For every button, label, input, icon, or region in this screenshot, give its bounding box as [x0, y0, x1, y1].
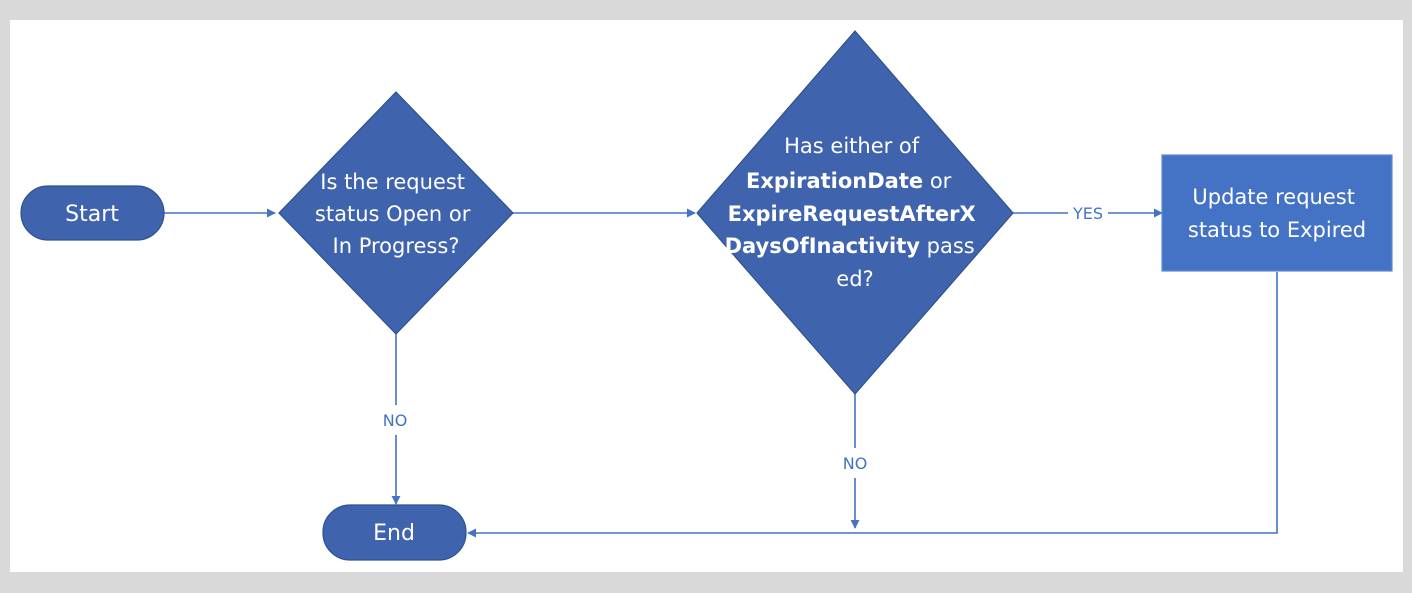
status-decision-line-2: status Open or: [315, 202, 471, 226]
connector-update-to-end: [467, 272, 1278, 538]
expiry-decision-text: Has either of ExpirationDate or ExpireRe…: [725, 134, 983, 291]
expire-request-after-x-field: ExpireRequestAfterX: [728, 202, 976, 226]
edge-label-no-expiry: NO: [843, 454, 868, 473]
connectors: [164, 208, 1278, 538]
expiry-decision-line-1: Has either of: [784, 134, 920, 158]
expiry-decision-line-4: DaysOfInactivity pass: [725, 234, 975, 258]
expiry-decision-line-5: ed?: [836, 267, 873, 291]
update-status-line-1: Update request: [1192, 185, 1355, 209]
update-status-process[interactable]: [1161, 154, 1393, 272]
expiry-decision-diamond[interactable]: [696, 30, 1014, 395]
start-terminator[interactable]: [20, 185, 165, 241]
expiry-decision-or: or: [923, 169, 952, 193]
status-decision-line-3: In Progress?: [333, 234, 460, 258]
status-decision-line-1: Is the request: [320, 170, 465, 194]
end-label: End: [373, 521, 415, 546]
update-status-line-2: status to Expired: [1188, 218, 1366, 242]
days-of-inactivity-field: DaysOfInactivity: [725, 234, 921, 258]
status-decision-text: Is the request status Open or In Progres…: [315, 170, 477, 258]
status-decision-diamond[interactable]: [278, 91, 514, 335]
start-label: Start: [65, 202, 119, 227]
expiration-date-field: ExpirationDate: [746, 169, 923, 193]
expiry-decision-line-2: ExpirationDate or: [746, 169, 952, 193]
diagram-panel: [10, 20, 1403, 572]
update-status-text: Update request status to Expired: [1188, 185, 1366, 242]
edge-label-yes: YES: [1072, 204, 1103, 223]
end-terminator[interactable]: [322, 504, 467, 561]
edge-label-no-status: NO: [383, 411, 408, 430]
expiry-decision-pass: pass: [920, 234, 975, 258]
